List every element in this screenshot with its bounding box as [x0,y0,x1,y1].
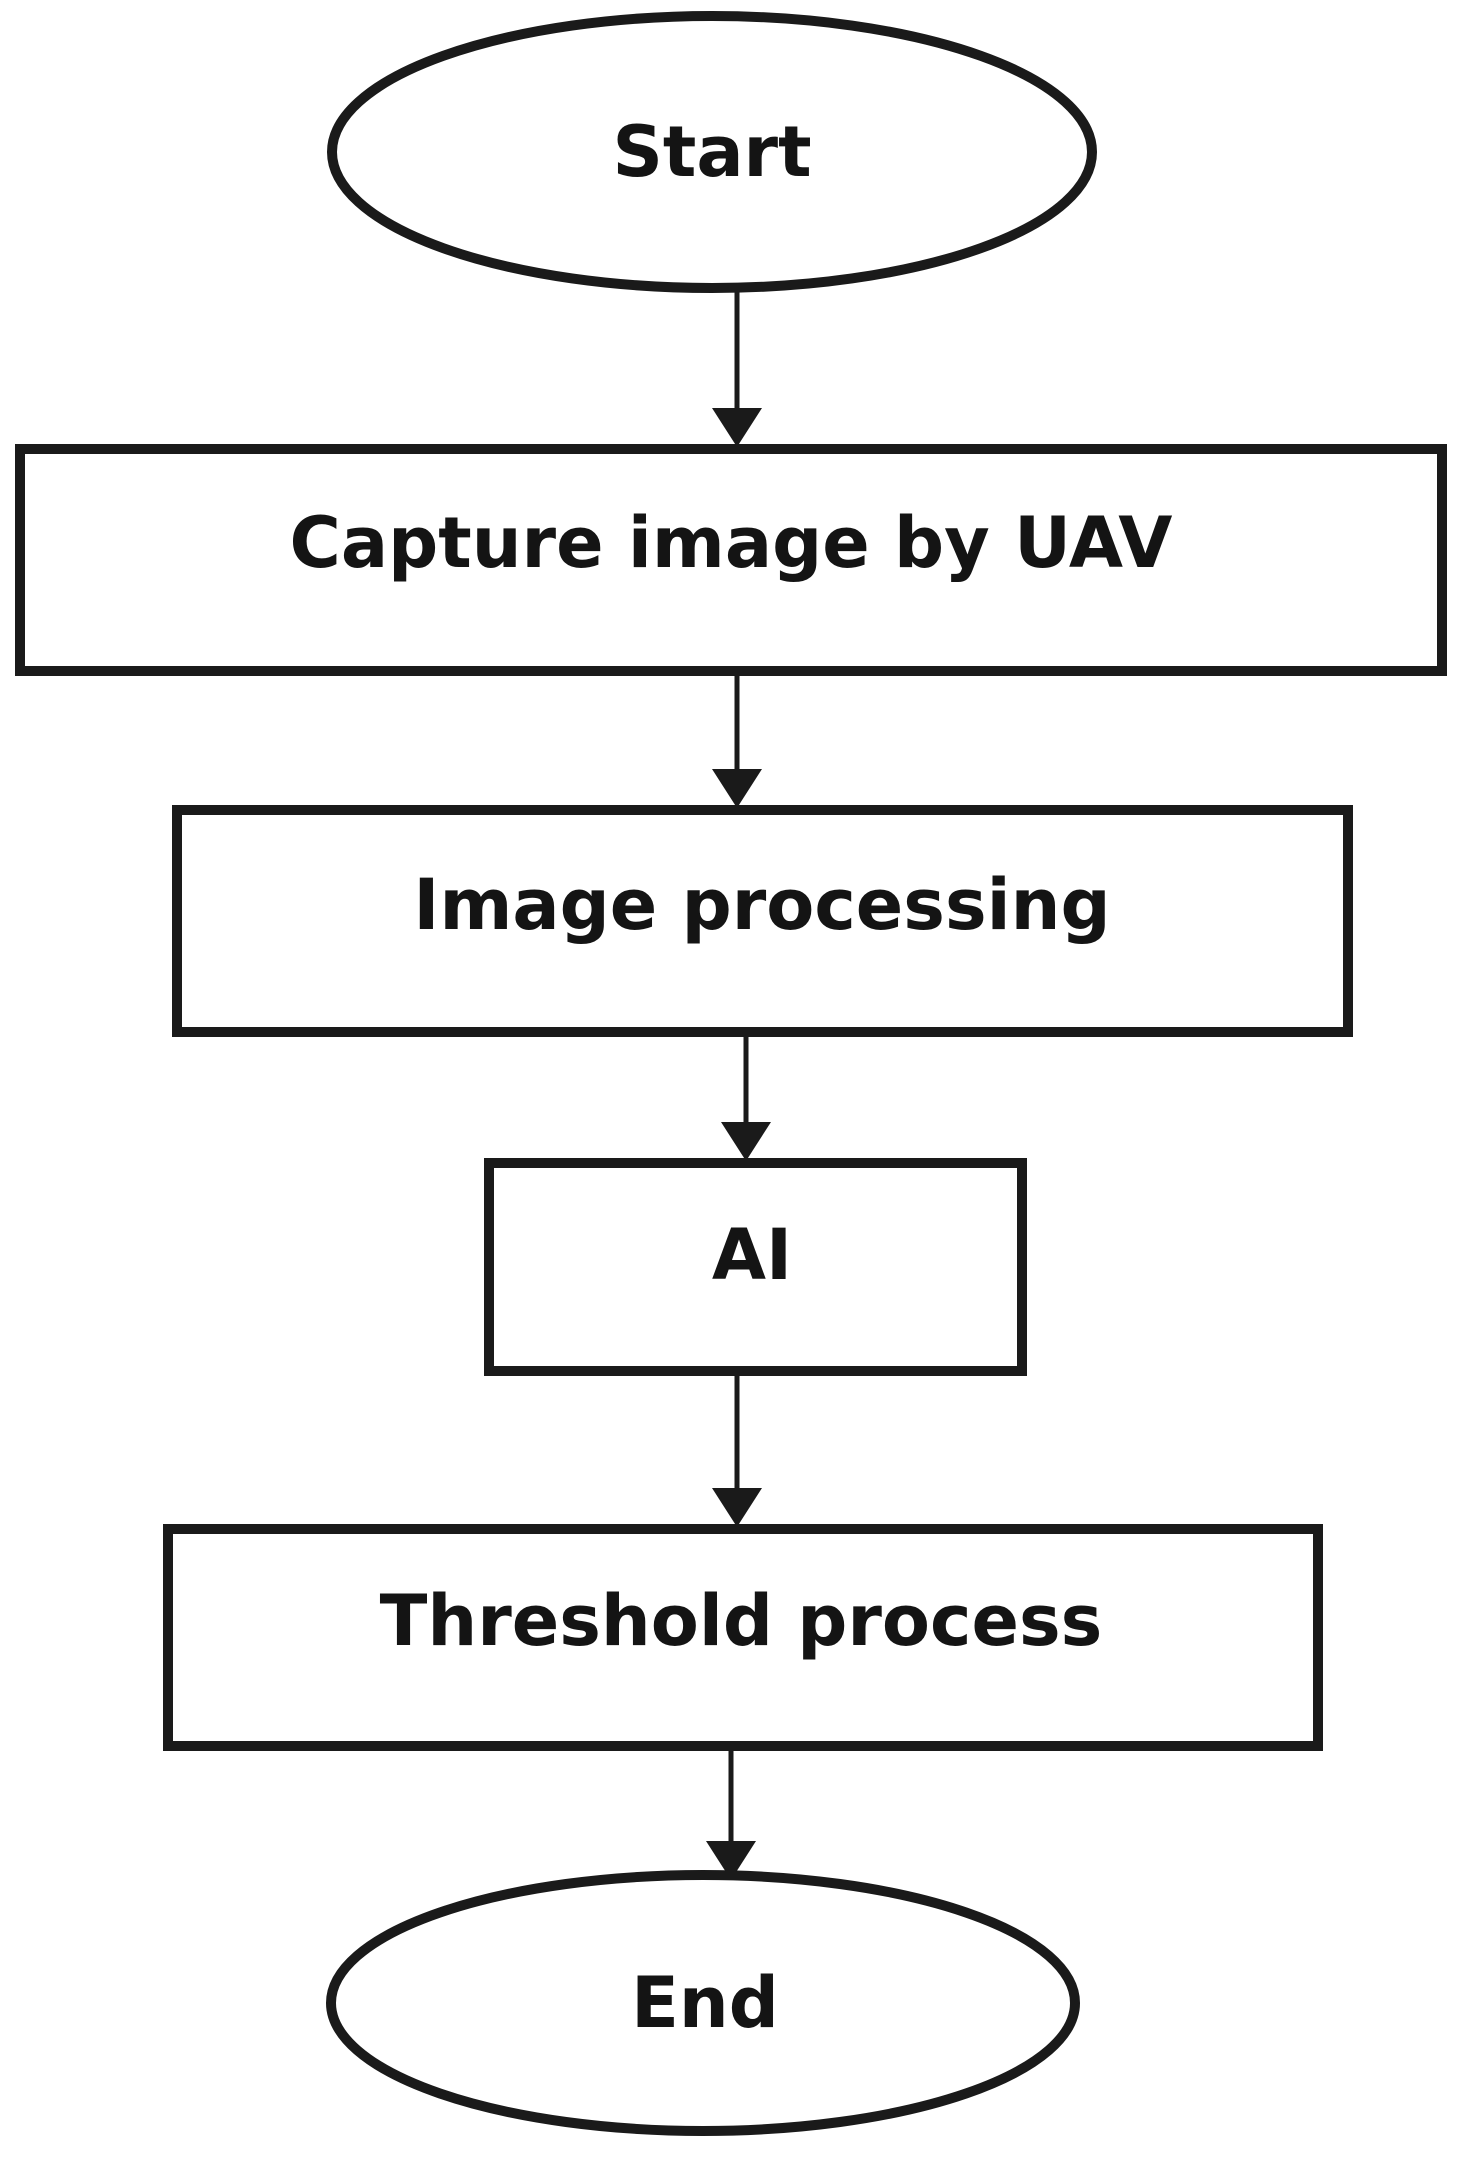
node-ai: AI [484,1158,1027,1376]
node-start: Start [327,11,1097,293]
node-capture-image: Capture image by UAV [15,444,1447,676]
arrow-head [712,769,762,808]
node-end-label: End [631,1962,779,2044]
node-ai-label: AI [712,1214,792,1296]
arrow-head [721,1122,771,1161]
node-capture-image-label: Capture image by UAV [290,502,1173,584]
connector-ai-to-threshold [712,1375,762,1527]
node-threshold-process: Threshold process [163,1524,1323,1751]
arrow-head [712,1488,762,1527]
node-image-processing: Image processing [172,805,1353,1037]
connector-threshold-to-end [706,1750,756,1880]
arrow-head [706,1841,756,1880]
node-image-processing-label: Image processing [413,864,1110,946]
node-end: End [326,1870,1080,2136]
connectors [706,292,771,1880]
node-threshold-process-label: Threshold process [380,1580,1103,1662]
node-start-label: Start [612,111,811,193]
connector-processing-to-ai [721,1036,771,1161]
arrow-head [712,408,762,447]
connector-capture-to-processing [712,675,762,808]
connector-start-to-capture [712,292,762,447]
